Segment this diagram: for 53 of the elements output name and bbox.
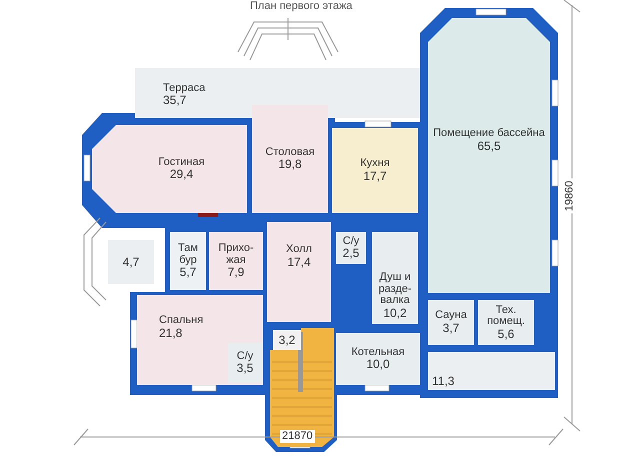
room bbox=[428, 352, 555, 390]
room-area: 4,7 bbox=[122, 256, 140, 268]
room bbox=[428, 300, 474, 345]
room bbox=[170, 232, 206, 290]
room-name: Холл bbox=[286, 244, 312, 256]
room bbox=[428, 18, 550, 293]
room bbox=[273, 330, 301, 350]
room-name: Тех. помещ. bbox=[486, 304, 526, 328]
room bbox=[332, 128, 418, 213]
room-area: 17,4 bbox=[287, 256, 311, 268]
room bbox=[228, 343, 262, 383]
room-area: 3,2 bbox=[278, 334, 296, 346]
room-name: Кухня bbox=[360, 158, 390, 170]
room-area: 2,5 bbox=[342, 247, 360, 260]
room-name: Помещение бассейна bbox=[433, 128, 545, 140]
room-area: 5,7 bbox=[180, 266, 196, 279]
plan-title: План первого этажа bbox=[250, 0, 352, 13]
room-name: Терраса bbox=[163, 82, 206, 94]
room-name: Душ и разде-валка bbox=[377, 272, 413, 307]
room-area: 19,8 bbox=[278, 158, 302, 172]
room-area: 10,2 bbox=[383, 306, 407, 320]
room bbox=[336, 333, 420, 385]
room-name: Спальня bbox=[159, 315, 204, 327]
room bbox=[478, 300, 534, 345]
dimension-label: 21870 bbox=[280, 430, 315, 443]
room bbox=[336, 232, 366, 264]
room-area: 35,7 bbox=[163, 94, 186, 108]
dimension-label: 19860 bbox=[563, 178, 576, 214]
room bbox=[209, 232, 263, 290]
room-name: Гостиная bbox=[158, 156, 205, 168]
room-name: Прихо-жая bbox=[217, 243, 255, 266]
room-area: 7,9 bbox=[228, 266, 244, 279]
room-area: 3,7 bbox=[442, 322, 460, 335]
room bbox=[252, 105, 328, 213]
room bbox=[92, 125, 247, 213]
room-area: 3,5 bbox=[236, 362, 254, 376]
room-name: С/у bbox=[236, 350, 254, 362]
room-area: 5,6 bbox=[498, 328, 514, 340]
room bbox=[137, 295, 263, 385]
room-name: Сауна bbox=[435, 310, 467, 322]
room-area: 29,4 bbox=[170, 168, 194, 182]
room-area: 17,7 bbox=[363, 170, 387, 183]
room-area: 65,5 bbox=[477, 140, 501, 152]
room bbox=[135, 68, 420, 118]
room-area: 21,8 bbox=[159, 326, 182, 340]
room bbox=[267, 222, 331, 322]
room bbox=[372, 232, 418, 324]
room-area: 10,0 bbox=[366, 358, 390, 372]
room-name: Котельная bbox=[351, 346, 405, 358]
room-area: 11,3 bbox=[432, 375, 454, 388]
room-name: С/у bbox=[342, 236, 360, 248]
room-name: Столовая bbox=[265, 146, 315, 158]
room-name: Там бур bbox=[177, 243, 199, 266]
